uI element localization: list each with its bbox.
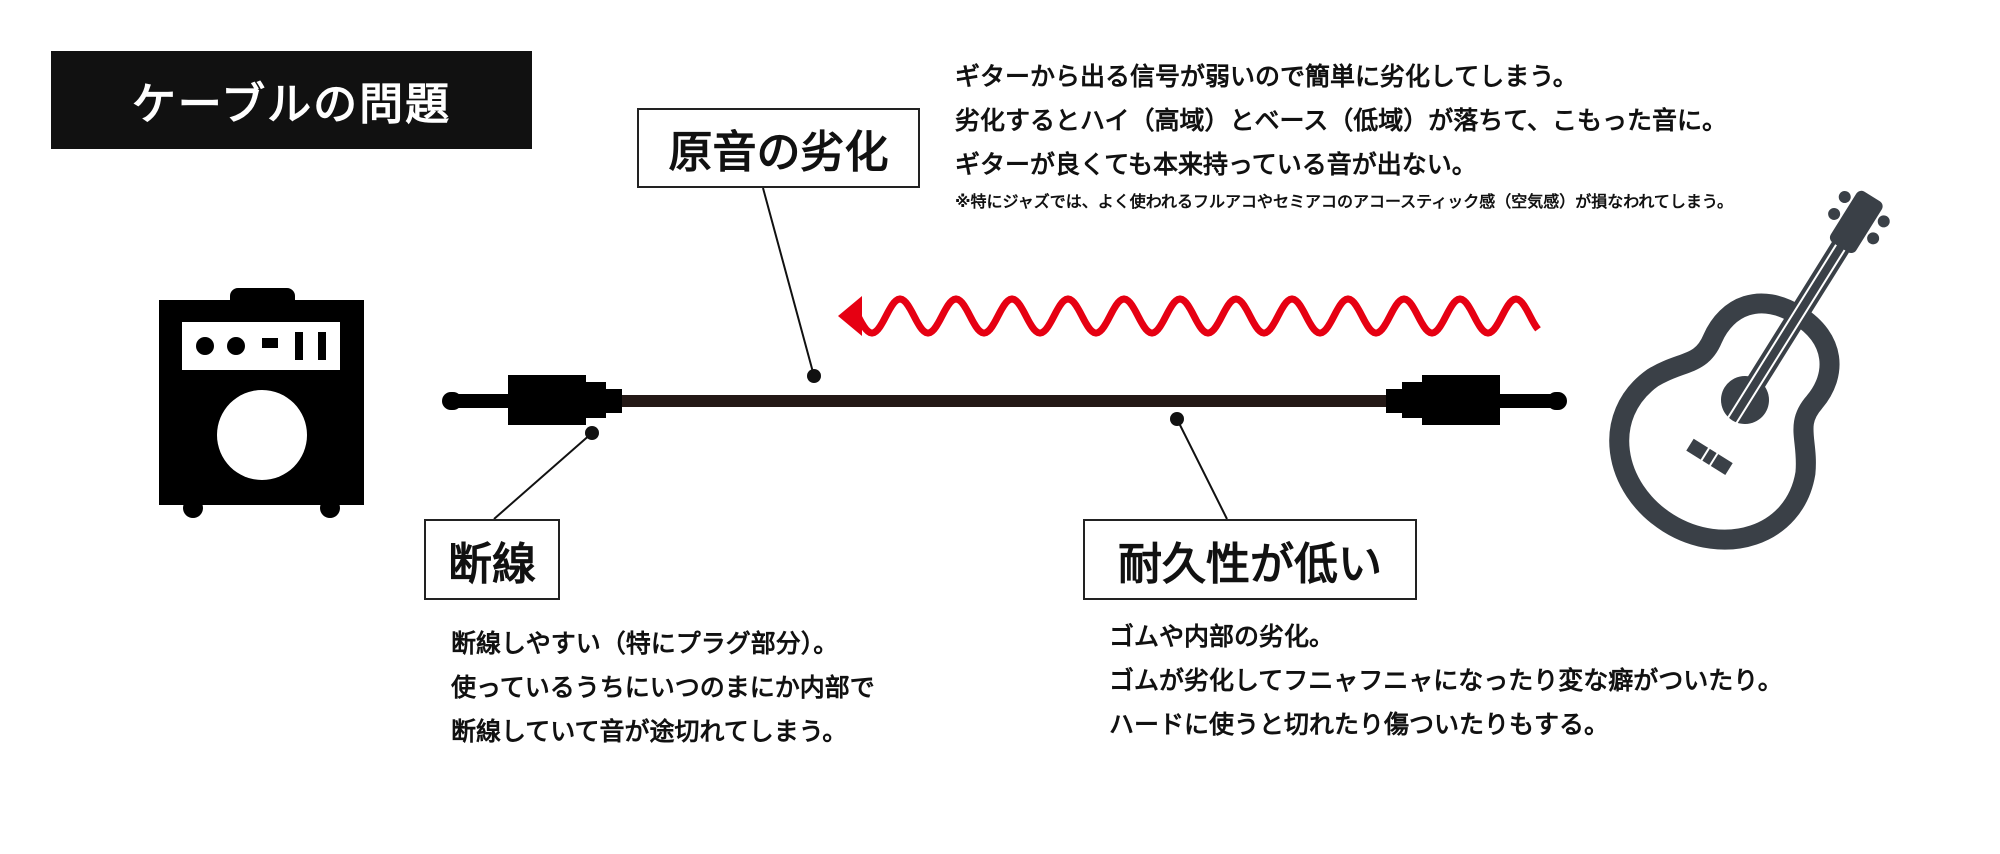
degradation-description: ギターから出る信号が弱いので簡単に劣化してしまう。 劣化するとハイ（高域）とベー… [955, 55, 1733, 217]
text-line: 断線していて音が途切れてしまう。 [451, 717, 848, 746]
text-line: 劣化するとハイ（高域）とベース（低域）が落ちて、こもった音に。 [955, 106, 1728, 135]
acoustic-guitar-icon [1609, 190, 1890, 550]
text-line: ハードに使うと切れたり傷ついたりもする。 [1109, 710, 1610, 739]
disconnection-point [585, 426, 599, 440]
text-line: 断線しやすい（特にプラグ部分）。 [451, 629, 839, 658]
text-line: ゴムや内部の劣化。 [1109, 622, 1335, 651]
text-line: ゴムが劣化してフニャフニャになったり変な癖がついたり。 [1109, 666, 1783, 695]
durability-description: ゴムや内部の劣化。 ゴムが劣化してフニャフニャになったり変な癖がついたり。 ハー… [1109, 615, 1783, 747]
text-line: ギターが良くても本来持っている音が出ない。 [955, 150, 1477, 179]
label-low-durability: 耐久性が低い [1083, 519, 1417, 600]
label-disconnection: 断線 [424, 519, 560, 600]
cable-icon [442, 375, 1567, 425]
durability-point [1170, 412, 1184, 426]
degradation-point [807, 369, 821, 383]
text-line: 使っているうちにいつのまにか内部で [451, 673, 875, 702]
signal-wave-arrow-icon [838, 295, 1541, 337]
text-line: ギターから出る信号が弱いので簡単に劣化してしまう。 [955, 62, 1578, 91]
leader-lines [493, 187, 1228, 520]
note-line: ※特にジャズでは、よく使われるフルアコやセミアコのアコースティック感（空気感）が… [955, 192, 1733, 211]
label-degradation: 原音の劣化 [637, 108, 920, 188]
disconnection-description: 断線しやすい（特にプラグ部分）。 使っているうちにいつのまにか内部で 断線してい… [451, 622, 875, 754]
amplifier-icon [159, 288, 364, 518]
page-title: ケーブルの問題 [51, 51, 532, 149]
